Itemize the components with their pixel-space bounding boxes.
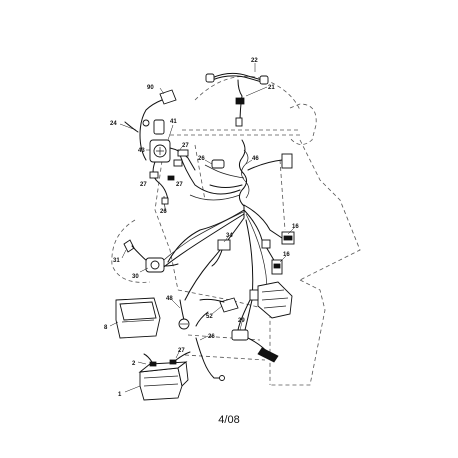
callout-26-mid: 26 xyxy=(160,209,167,215)
callout-29: 29 xyxy=(238,318,245,324)
callout-16-upper: 16 xyxy=(292,224,299,230)
callout-27-low: 27 xyxy=(178,348,185,354)
callout-31: 31 xyxy=(113,258,120,264)
switch-group-right xyxy=(211,153,295,275)
callout-27-top: 27 xyxy=(182,143,189,149)
callout-2: 2 xyxy=(132,361,136,367)
callout-26-top: 26 xyxy=(198,156,205,162)
battery-tray xyxy=(115,297,161,339)
leader-lines xyxy=(109,63,295,393)
callout-1: 1 xyxy=(118,392,122,398)
page-number: 4/08 xyxy=(218,414,240,426)
seat-switch-group xyxy=(231,281,293,363)
callout-27-mid: 27 xyxy=(140,182,147,188)
callout-24: 24 xyxy=(110,121,117,127)
chassis-outline xyxy=(111,75,361,386)
main-harness xyxy=(154,139,293,331)
cable-26 xyxy=(195,337,225,381)
callout-46: 46 xyxy=(252,156,259,162)
callout-43: 43 xyxy=(138,148,145,154)
center-connectors xyxy=(195,239,239,327)
callout-52: 52 xyxy=(206,314,213,320)
callout-27-mid2: 27 xyxy=(176,182,183,188)
callout-34: 34 xyxy=(226,233,233,239)
callout-48: 48 xyxy=(166,296,173,302)
headlight-harness xyxy=(205,72,269,127)
callout-21: 21 xyxy=(268,85,275,91)
battery xyxy=(138,351,191,401)
callout-90: 90 xyxy=(147,85,154,91)
part-48 xyxy=(178,299,190,330)
callout-8: 8 xyxy=(104,325,108,331)
ignition-module-group xyxy=(124,89,196,213)
callout-26-low: 26 xyxy=(208,334,215,340)
left-connector-group xyxy=(123,239,179,273)
callout-labels: 22 21 90 24 41 43 27 26 46 27 27 26 34 1… xyxy=(104,58,299,398)
callout-16-lower: 16 xyxy=(283,252,290,258)
callout-22: 22 xyxy=(251,58,258,64)
callout-30: 30 xyxy=(132,274,139,280)
callout-41: 41 xyxy=(170,119,177,125)
